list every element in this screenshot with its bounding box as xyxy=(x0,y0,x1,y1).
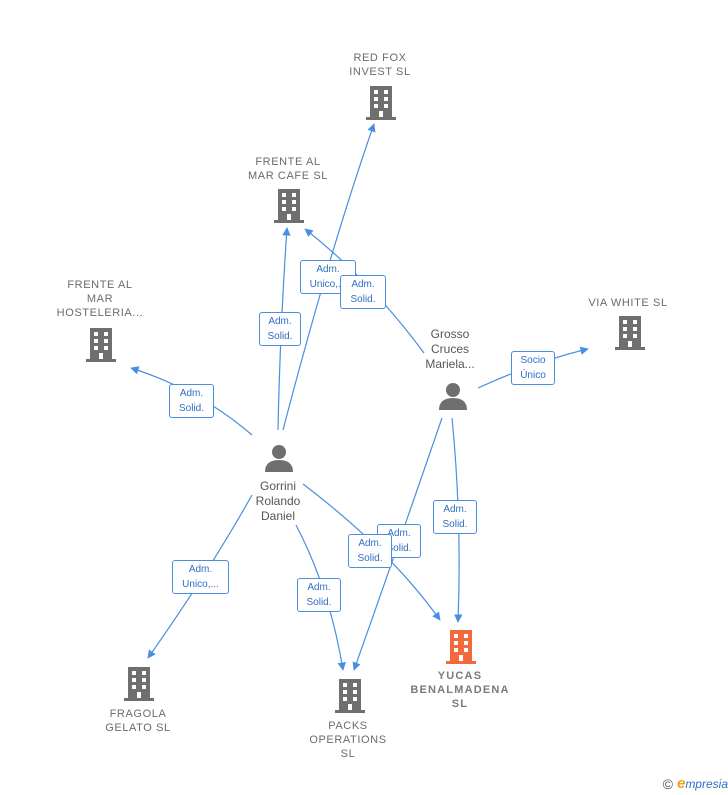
building-icon[interactable] xyxy=(615,316,645,350)
company-label-packs[interactable]: PACKS OPERATIONS SL xyxy=(309,720,387,760)
brand-logo[interactable]: empresia xyxy=(676,775,728,792)
company-label-fragola[interactable]: FRAGOLA GELATO SL xyxy=(105,708,171,734)
building-icon[interactable] xyxy=(335,679,365,713)
relation-badge[interactable]: Adm. Solid. xyxy=(348,534,392,568)
person-icon[interactable] xyxy=(438,381,468,411)
relation-badge[interactable]: Adm. Solid. xyxy=(433,500,477,534)
company-label-frente-cafe[interactable]: FRENTE AL MAR CAFE SL xyxy=(248,156,328,182)
relation-badge[interactable]: Adm. Unico,... xyxy=(172,560,229,594)
company-label-red-fox[interactable]: RED FOX INVEST SL xyxy=(349,52,411,78)
relation-badge[interactable]: Adm. Solid. xyxy=(259,312,301,346)
building-icon[interactable] xyxy=(86,328,116,362)
company-label-yucas[interactable]: YUCAS BENALMADENA SL xyxy=(410,670,510,710)
relation-badge[interactable]: Adm. Solid. xyxy=(169,384,214,418)
building-icon[interactable] xyxy=(366,86,396,120)
company-label-frente-hosteleria[interactable]: FRENTE AL MAR HOSTELERIA... xyxy=(56,279,144,319)
company-label-via-white[interactable]: VIA WHITE SL xyxy=(588,297,668,309)
copyright-symbol: © xyxy=(662,775,673,792)
person-label-grosso[interactable]: Grosso Cruces Mariela... xyxy=(425,327,475,371)
person-icon[interactable] xyxy=(264,443,294,473)
building-icon-highlighted[interactable] xyxy=(446,630,476,664)
relation-badge[interactable]: Adm. Solid. xyxy=(340,275,386,309)
building-icon[interactable] xyxy=(124,667,154,701)
relation-badge[interactable]: Adm. Solid. xyxy=(297,578,341,612)
person-label-gorrini[interactable]: Gorrini Rolando Daniel xyxy=(255,479,301,523)
relation-badge[interactable]: Socio Único xyxy=(511,351,555,385)
empresia-footer[interactable]: © empresia xyxy=(663,775,728,792)
building-icon[interactable] xyxy=(274,189,304,223)
